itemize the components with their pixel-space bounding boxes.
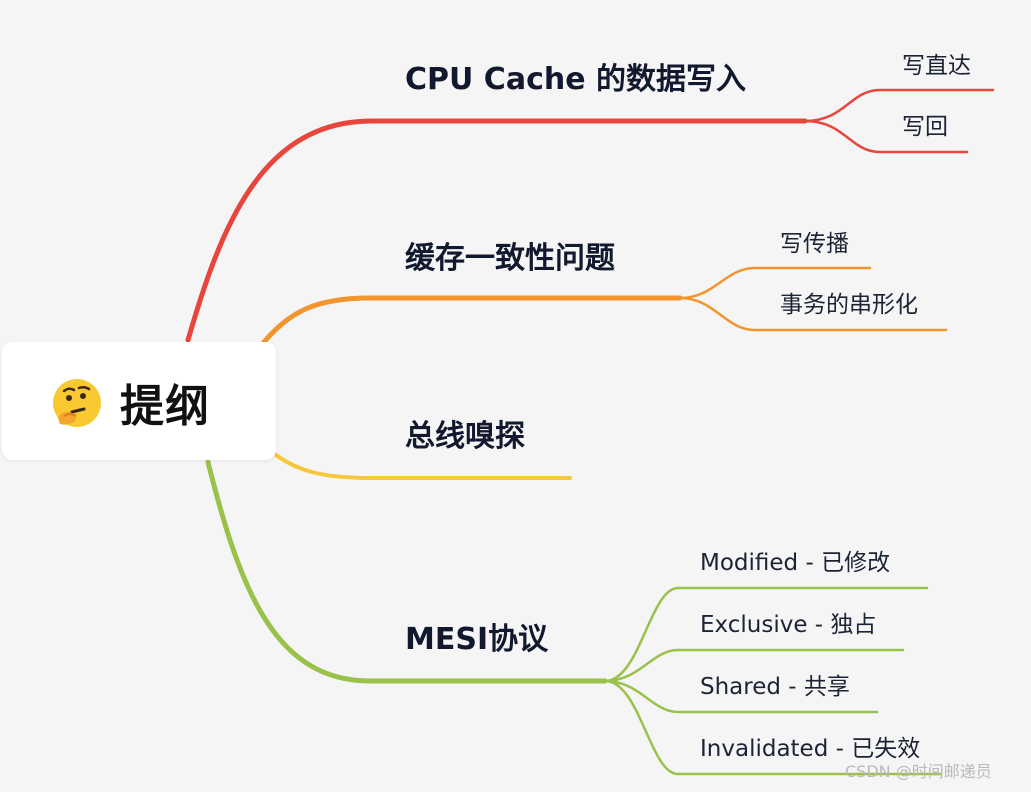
leaf-invalidated[interactable]: Invalidated - 已失效 [700,736,921,762]
branch-mesi-protocol[interactable]: MESI协议 [405,622,549,657]
branch-bus-snooping[interactable]: 总线嗅探 [405,419,525,454]
connector-leaf-1-0 [678,266,872,300]
connector-leaf-0-0 [803,88,995,123]
connector-leaf-3-1 [603,648,905,683]
watermark: CSDN @时间邮递员 [845,762,992,781]
leaf-write-through[interactable]: 写直达 [902,53,971,79]
leaf-transaction-serialization[interactable]: 事务的串形化 [780,292,918,318]
connector-branch-1 [261,295,683,345]
branch-cache-coherence[interactable]: 缓存一致性问题 [405,241,615,276]
connector-leaf-3-2 [603,679,879,714]
leaf-exclusive[interactable]: Exclusive - 独占 [700,612,877,638]
root-node[interactable] [2,342,276,460]
root-title: 提纲 [120,381,210,432]
leaf-write-back[interactable]: 写回 [902,114,948,140]
connector-branch-0 [185,118,808,343]
leaf-modified[interactable]: Modified - 已修改 [700,550,891,576]
connector-leaf-0-1 [803,119,969,154]
thinking-face-icon [53,379,101,427]
leaf-shared[interactable]: Shared - 共享 [700,674,850,700]
connector-leaf-3-3 [603,679,942,776]
connector-branch-3 [205,459,608,684]
connector-branch-2 [270,450,572,480]
leaf-write-propagation[interactable]: 写传播 [780,231,849,257]
branch-cpu-cache-write[interactable]: CPU Cache 的数据写入 [405,62,747,97]
connector-leaf-3-0 [603,586,929,683]
connector-leaf-1-1 [678,296,948,332]
